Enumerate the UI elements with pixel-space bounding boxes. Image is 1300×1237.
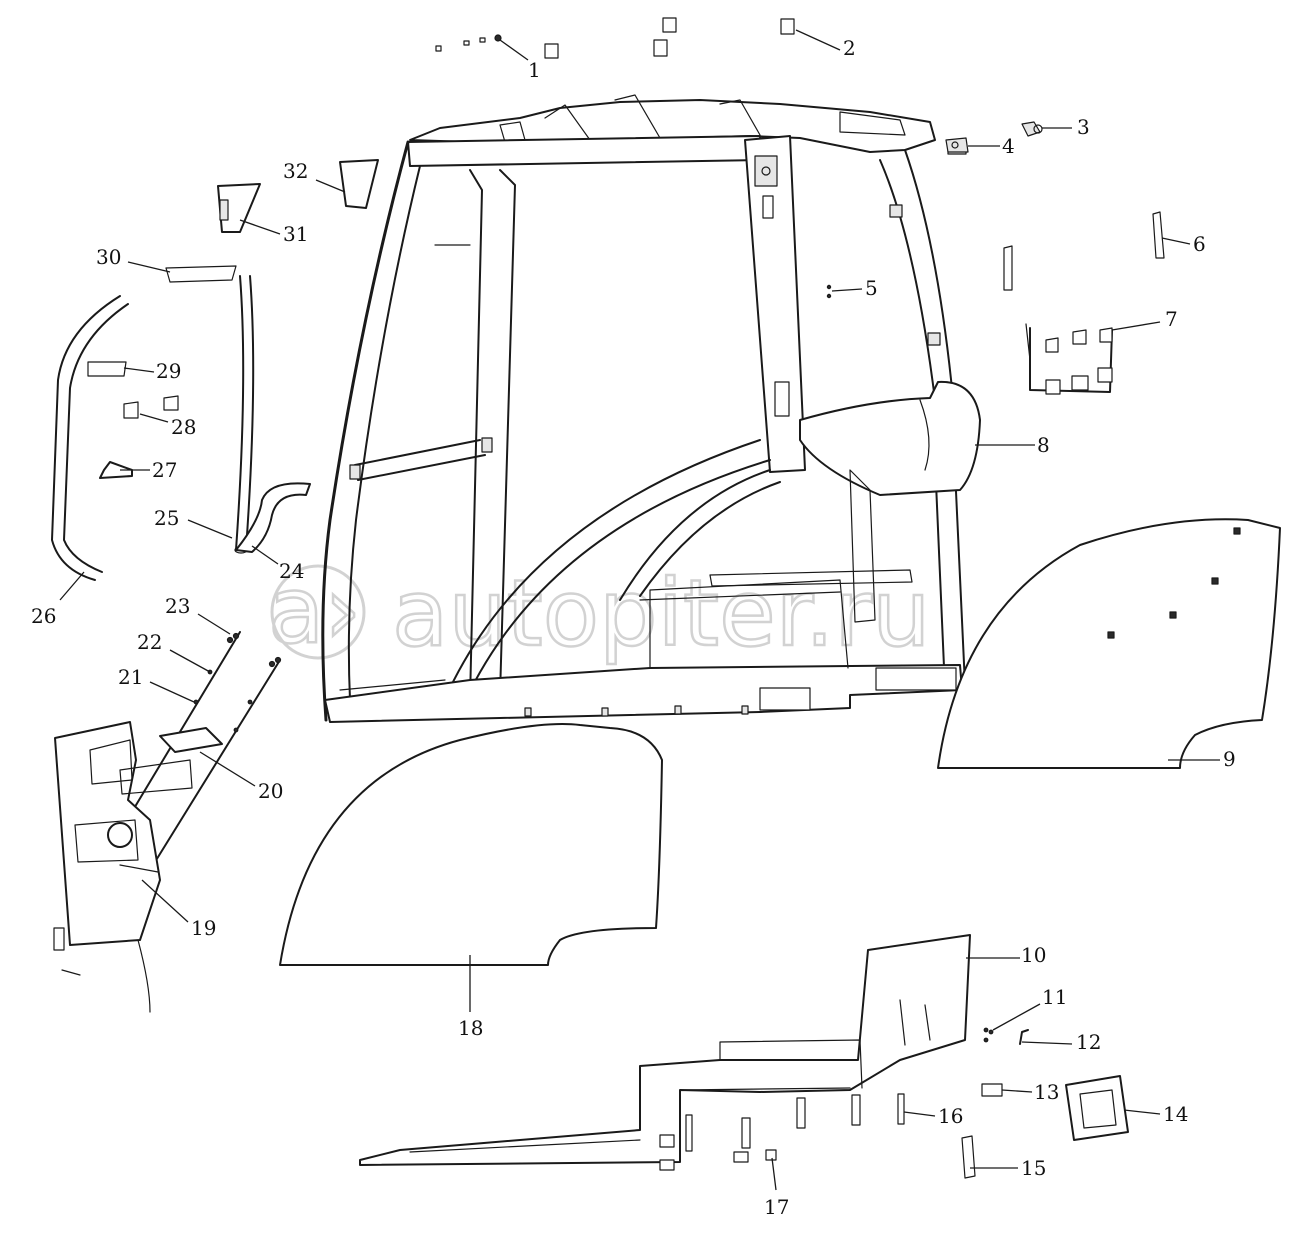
callout-23: 23 [165,594,190,618]
parts-11-17-hardware [897,1027,1129,1179]
callout-32: 32 [283,159,308,183]
callout-20: 20 [258,779,283,803]
callout-19: 19 [191,916,216,940]
parts-left-side [51,159,379,1013]
cab-frame [321,94,981,723]
part-9-right-glass [937,518,1281,769]
callout-22: 22 [137,630,162,654]
callout-3: 3 [1077,115,1090,139]
callout-31: 31 [283,222,308,246]
callout-25: 25 [154,506,179,530]
callout-6: 6 [1193,232,1206,256]
callout-18: 18 [458,1016,483,1040]
part-bolts-3-4 [945,121,1043,153]
callout-21: 21 [118,665,143,689]
callout-12: 12 [1076,1030,1101,1054]
callout-8: 8 [1037,433,1050,457]
part-10-floor [359,934,971,1171]
part-6-strips [1003,211,1165,291]
part-18-left-glass [279,723,663,966]
callout-28: 28 [171,415,196,439]
watermark: a› autopiter.ru [267,556,932,669]
callout-29: 29 [156,359,181,383]
callout-14: 14 [1163,1102,1188,1126]
callout-labels: 1 2 3 4 5 6 7 8 9 10 11 12 13 14 15 16 1… [31,36,1236,1219]
callout-13: 13 [1034,1080,1059,1104]
callout-4: 4 [1002,134,1015,158]
callout-24: 24 [279,559,304,583]
callout-10: 10 [1021,943,1046,967]
callout-26: 26 [31,604,56,628]
callout-16: 16 [938,1104,963,1128]
callout-7: 7 [1165,307,1178,331]
callout-9: 9 [1223,747,1236,771]
callout-27: 27 [152,458,177,482]
callout-30: 30 [96,245,121,269]
part-5-fasteners [826,284,832,299]
watermark-text: autopiter.ru [392,560,930,667]
part-clips-top [435,17,795,59]
watermark-logo-glyph: a› [268,557,361,664]
leader-lines [59,29,1220,1191]
callout-1: 1 [528,58,541,82]
callout-11: 11 [1042,985,1067,1009]
callout-15: 15 [1021,1156,1046,1180]
part-7-bracket [1025,323,1113,395]
callout-5: 5 [865,276,878,300]
callout-17: 17 [764,1195,789,1219]
callout-2: 2 [843,36,856,60]
